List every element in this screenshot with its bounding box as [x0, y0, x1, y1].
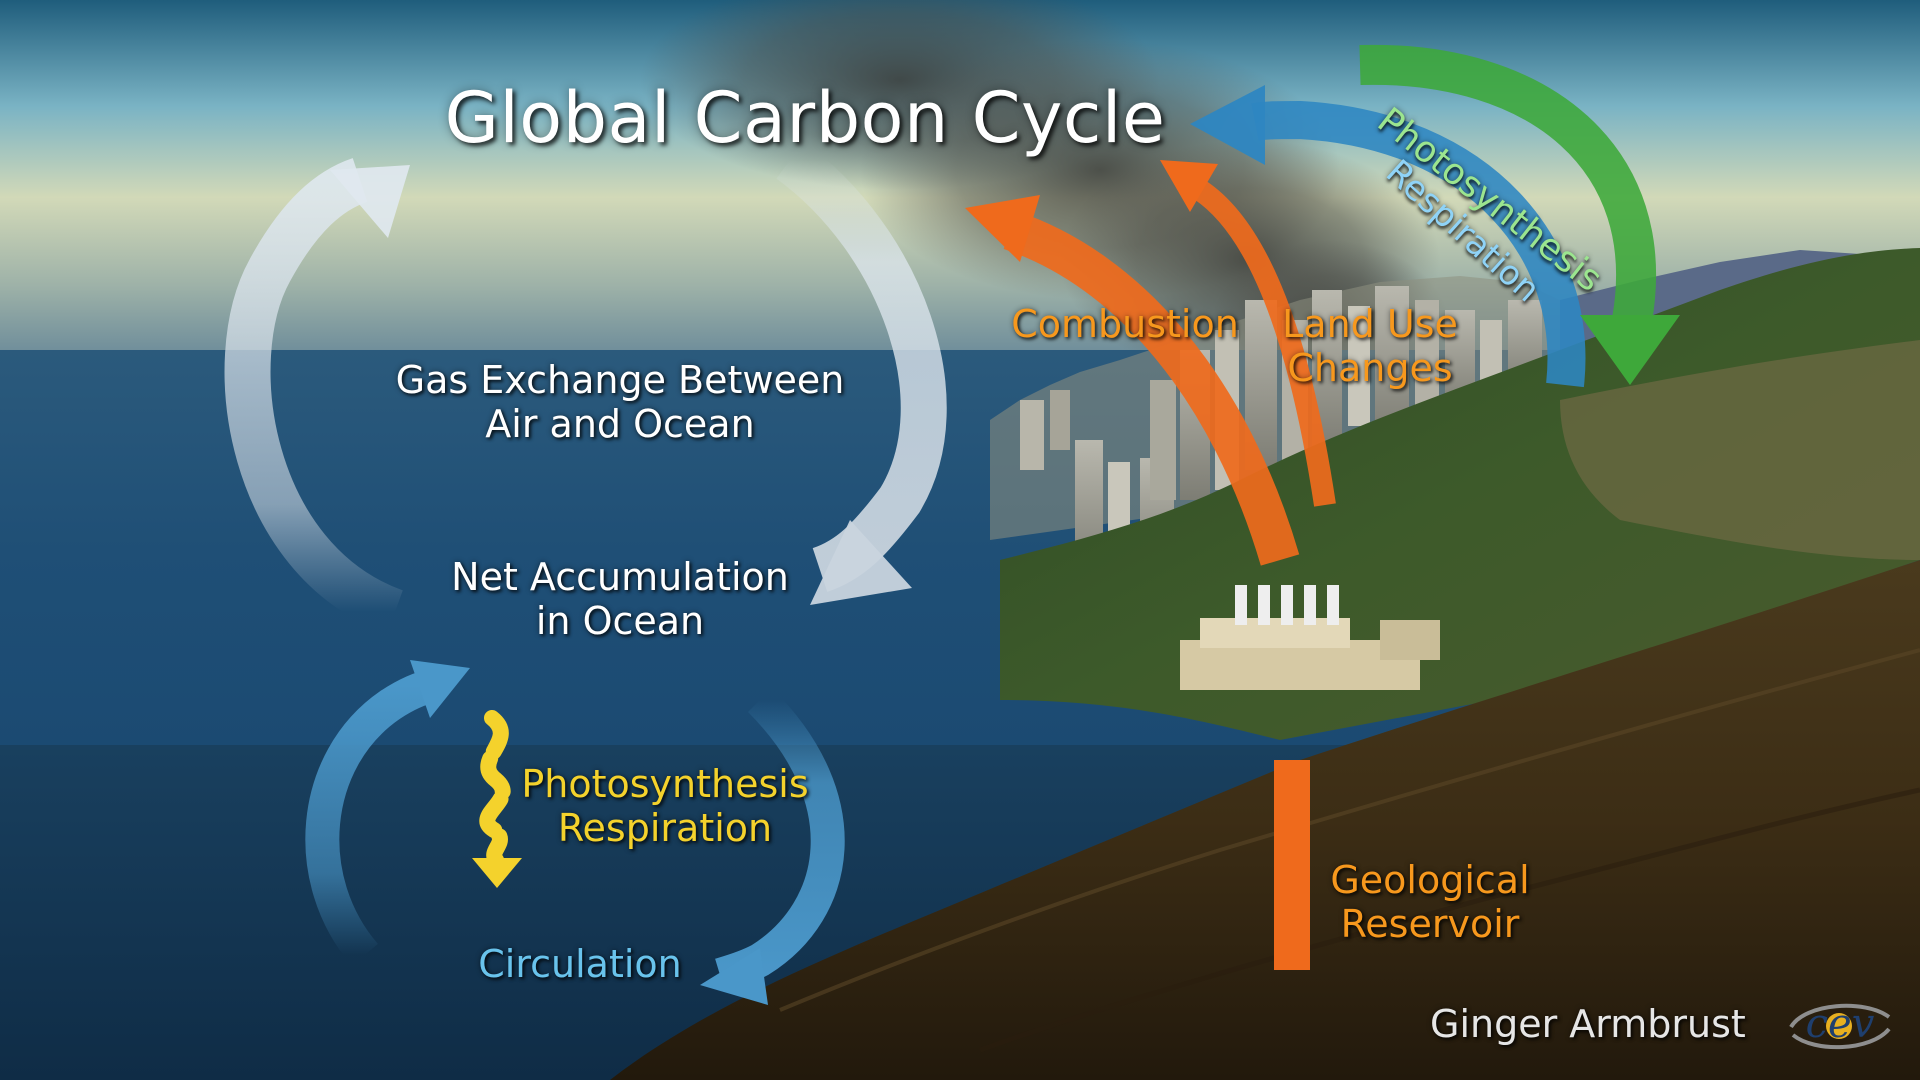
land-use-arrow	[1160, 160, 1336, 507]
circulation-arrowhead-down	[700, 948, 768, 1005]
land-respiration-arrow	[1190, 85, 1586, 388]
ocean-respiration-label: Respiration	[557, 806, 773, 851]
land-use-label-line-2: Changes	[1287, 346, 1453, 391]
gas-exchange-arrowhead-down	[810, 520, 912, 605]
circulation-arrowhead-up	[410, 660, 470, 718]
net-accumulation-label-line-1: Net Accumulation	[451, 555, 789, 599]
geological-reservoir-label: Geological Reservoir	[1320, 858, 1540, 946]
geological-flux-bar	[1274, 760, 1310, 970]
land-photosynthesis-arrow	[1359, 44, 1680, 385]
author-credit: Ginger Armbrust	[1430, 1002, 1746, 1046]
gas-exchange-label-line-1: Gas Exchange Between	[395, 358, 845, 402]
soil-layers-icon	[610, 560, 1920, 1080]
combustion-label: Combustion	[1011, 302, 1239, 346]
cev-logo-text: cev	[1805, 1001, 1875, 1047]
gas-exchange-cycle-arrows	[224, 141, 947, 634]
net-accumulation-label-line-2: in Ocean	[535, 599, 705, 644]
net-accumulation-label: Net Accumulation in Ocean	[430, 555, 810, 643]
geological-label-line-2: Reservoir	[1340, 902, 1520, 947]
cleared-hillside	[1560, 340, 1920, 560]
ocean-biology-arrow	[472, 710, 522, 888]
ocean-photosynthesis-label: Photosynthesis	[521, 762, 809, 806]
diagram-title: Global Carbon Cycle	[444, 77, 1166, 159]
circulation-cycle-arrows	[305, 660, 845, 1005]
geological-label-line-1: Geological	[1330, 858, 1530, 902]
gas-exchange-label-line-2: Air and Ocean	[485, 402, 755, 447]
gas-exchange-label: Gas Exchange Between Air and Ocean	[390, 358, 850, 446]
combustion-arrow	[965, 195, 1300, 566]
forest-hillside-icon	[1000, 248, 1920, 740]
circulation-label: Circulation	[478, 942, 682, 986]
ocean-biology-label: Photosynthesis Respiration	[520, 762, 810, 850]
soil-stratum-line	[779, 648, 1920, 1012]
land-use-label: Land Use Changes	[1270, 302, 1470, 390]
soil-stratum-line	[979, 787, 1920, 1053]
land-use-label-line-1: Land Use	[1282, 302, 1458, 346]
gas-exchange-arrowhead-up	[330, 165, 410, 238]
power-plant-icon	[1180, 585, 1440, 690]
cev-logo-icon: cev	[1785, 995, 1895, 1055]
